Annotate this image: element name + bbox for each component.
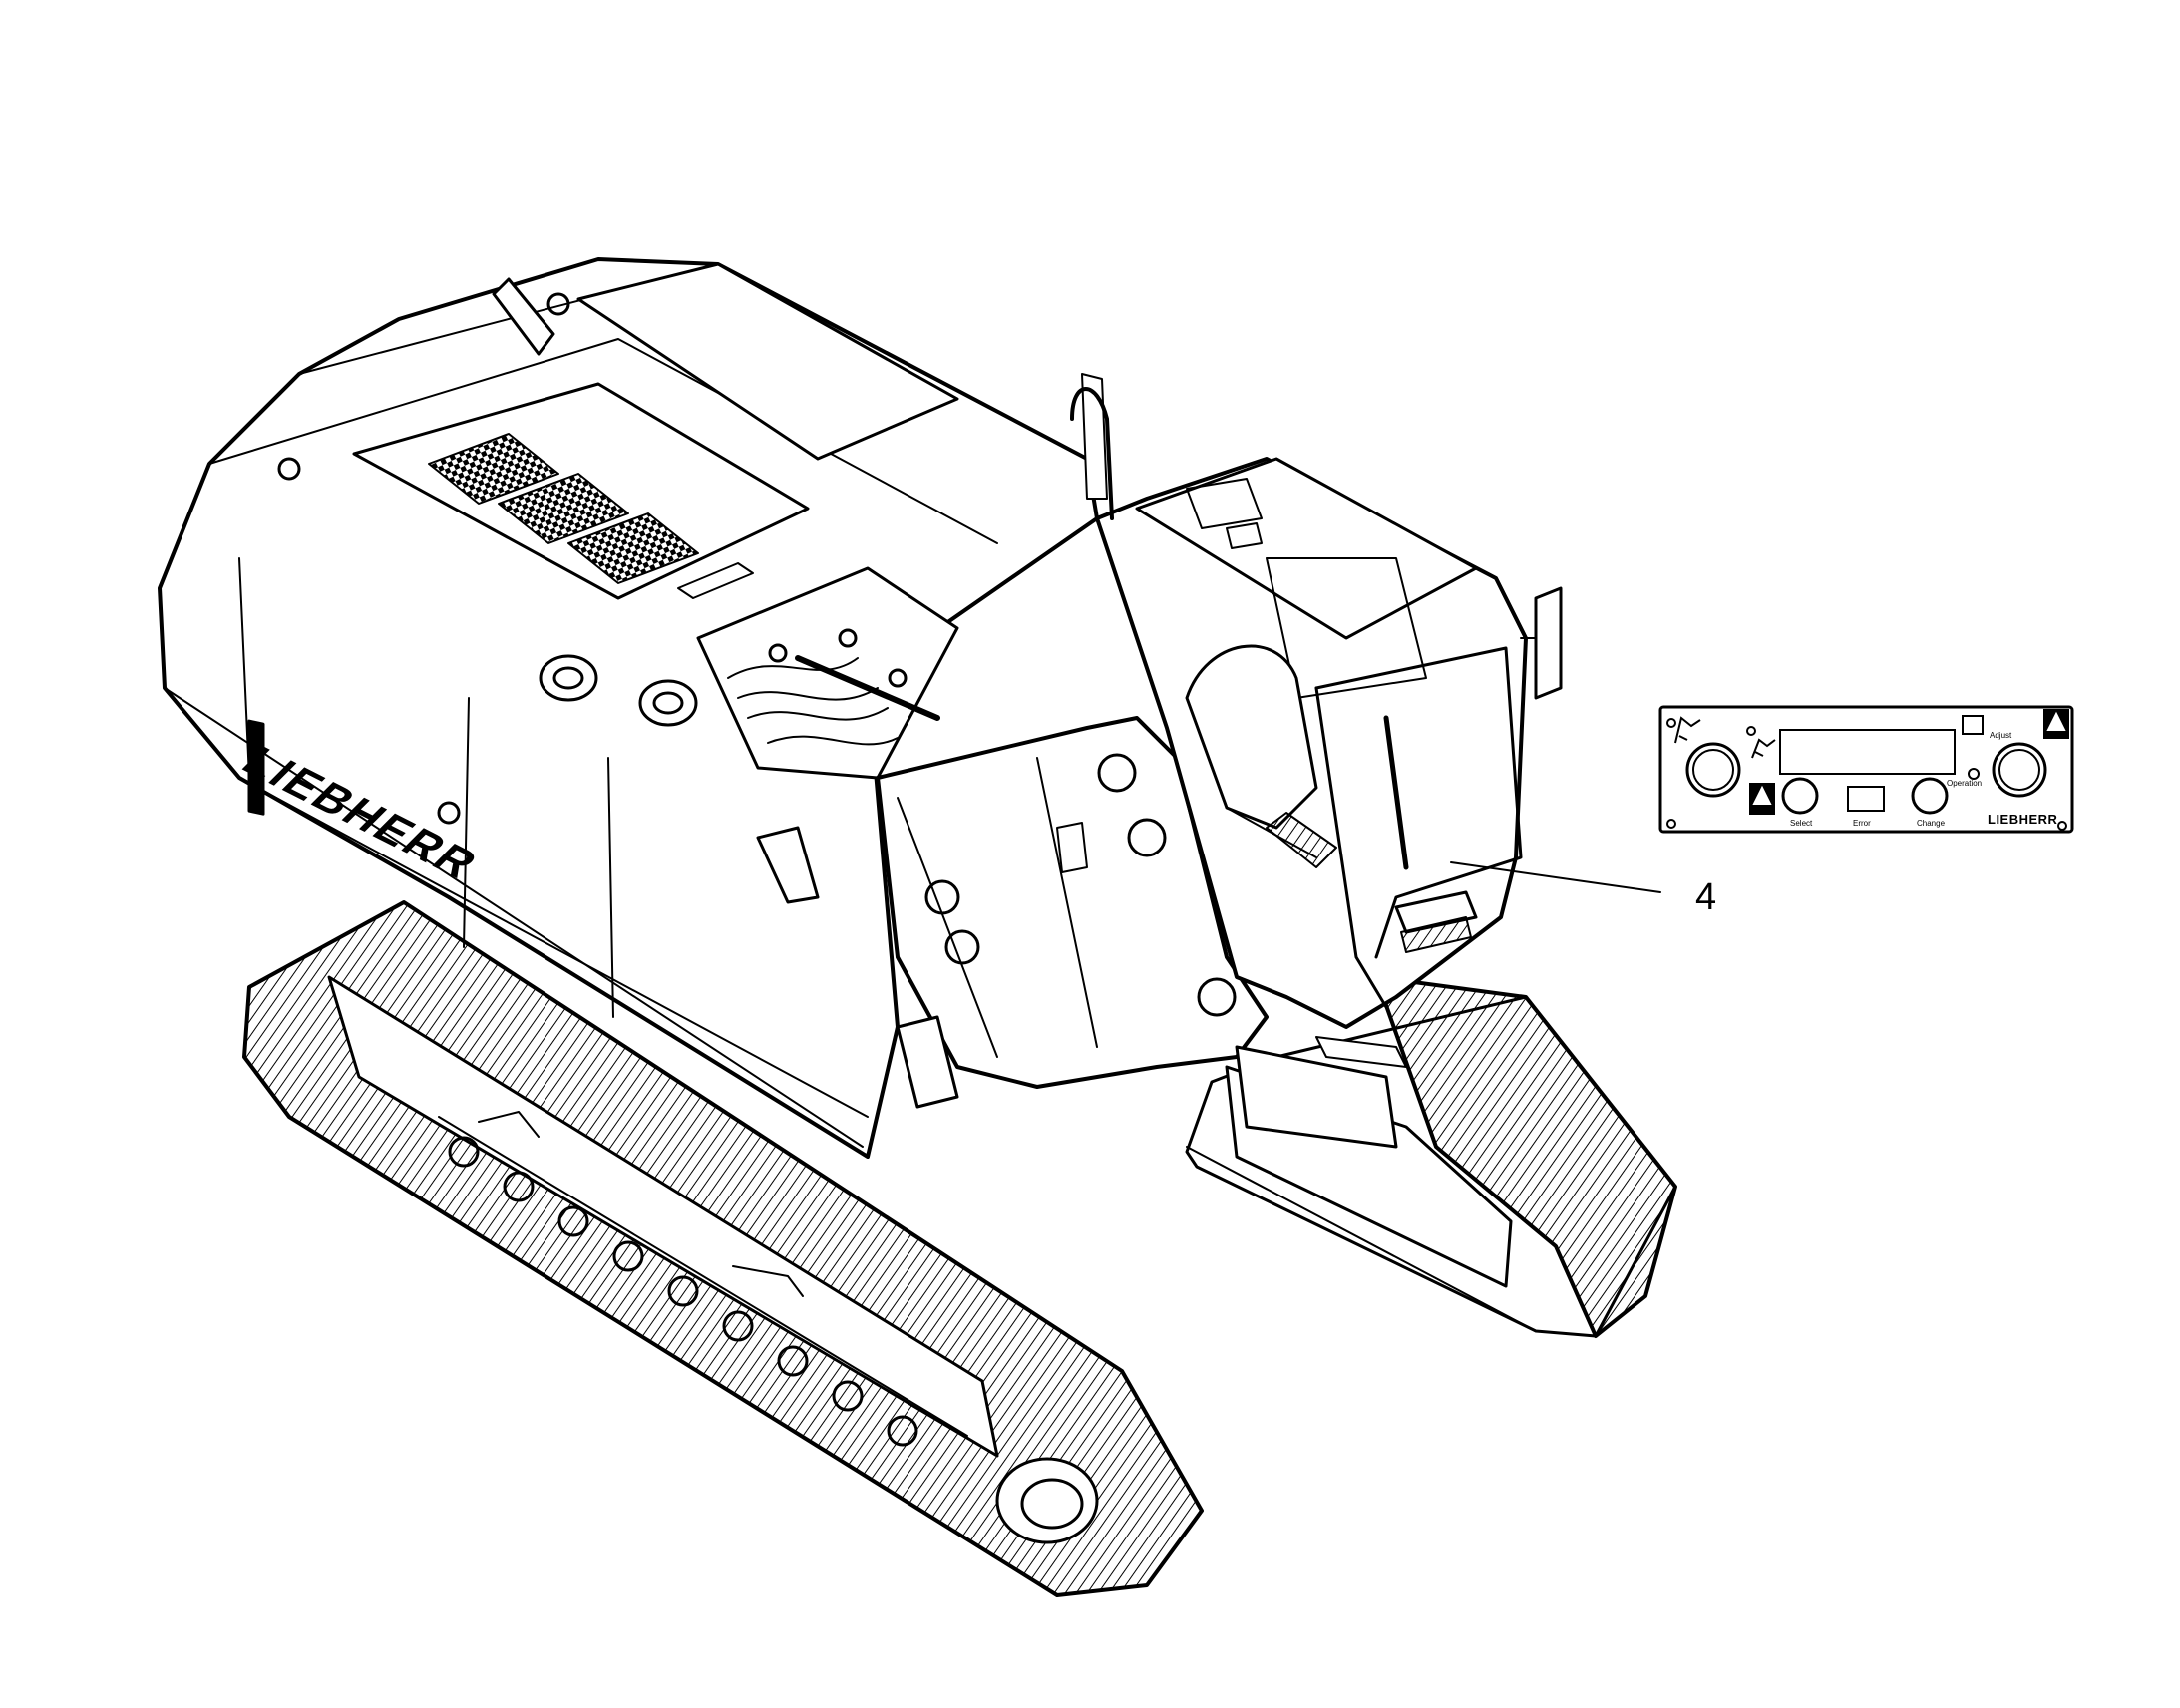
boom-mount-frame (756, 373, 1269, 1109)
panel-excavator-pictogram-mid (1751, 738, 1776, 759)
panel-label-operation: Operation (1947, 779, 1982, 788)
engine-housing (158, 257, 1099, 1159)
panel-brand-logo: LIEBHERR (1988, 812, 2058, 827)
vent-grille-1 (428, 433, 559, 505)
panel-warning-pictogram-top-right (2043, 709, 2069, 739)
panel-rotary-knob-right (1992, 742, 2047, 798)
panel-warning-pictogram-bottom-left (1749, 783, 1775, 815)
panel-select-button (1781, 777, 1819, 815)
operator-seat (1185, 644, 1318, 830)
right-track (1185, 975, 1677, 1338)
panel-label-change: Change (1917, 819, 1946, 828)
panel-display-window (1779, 729, 1956, 775)
wiper-arm (1383, 715, 1409, 870)
panel-error-indicator (1847, 786, 1885, 812)
callout-leader-line (1450, 861, 1661, 893)
panel-rotary-knob-left (1685, 742, 1741, 798)
vent-grille-3 (567, 512, 699, 584)
panel-label-select: Select (1790, 819, 1813, 828)
track-idler-wheel (995, 1457, 1099, 1544)
track-rollers (448, 1136, 918, 1447)
side-mirror (1534, 586, 1563, 700)
side-vent-slot (247, 719, 265, 816)
panel-change-button (1911, 777, 1949, 815)
panel-indicator-top (1962, 715, 1984, 735)
operator-cab (1070, 387, 1563, 1149)
vent-grille-2 (498, 473, 629, 544)
monitor-panel-detail (1658, 705, 2074, 834)
engine-bay (696, 566, 959, 780)
cab-monitor-location (1394, 890, 1478, 934)
panel-label-adjust: Adjust (1990, 731, 2012, 740)
left-track (242, 900, 1204, 1597)
panel-excavator-pictogram-left (1674, 716, 1701, 744)
panel-label-error: Error (1853, 819, 1871, 828)
callout-number-4: 4 (1695, 876, 1716, 918)
exhaust-pipe (492, 277, 555, 356)
